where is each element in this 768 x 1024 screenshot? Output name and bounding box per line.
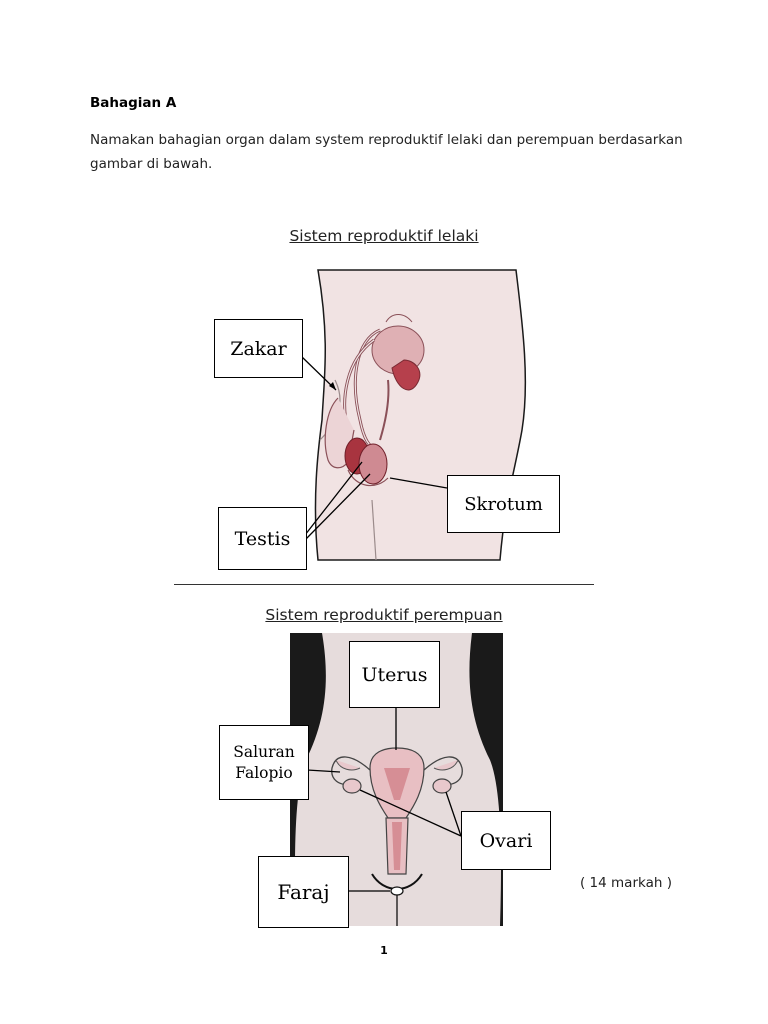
label-saluran-line1: Saluran bbox=[233, 742, 295, 761]
label-skrotum: Skrotum bbox=[447, 475, 560, 533]
section-divider bbox=[174, 584, 594, 585]
male-diagram-title: Sistem reproduktif lelaki bbox=[289, 227, 479, 245]
instruction-text: Namakan bahagian organ dalam system repr… bbox=[90, 132, 683, 172]
female-diagram-title: Sistem reproduktif perempuan bbox=[265, 606, 503, 624]
page-number: 1 bbox=[380, 944, 388, 957]
label-saluran-falopio: Saluran Falopio bbox=[219, 725, 309, 800]
label-ovari: Ovari bbox=[461, 811, 551, 870]
label-zakar: Zakar bbox=[214, 319, 303, 378]
section-heading: Bahagian A bbox=[90, 95, 177, 111]
label-faraj: Faraj bbox=[258, 856, 349, 928]
label-uterus: Uterus bbox=[349, 641, 440, 708]
marks-note: ( 14 markah ) bbox=[580, 875, 672, 891]
label-testis: Testis bbox=[218, 507, 307, 570]
label-saluran-line2: Falopio bbox=[235, 763, 293, 782]
